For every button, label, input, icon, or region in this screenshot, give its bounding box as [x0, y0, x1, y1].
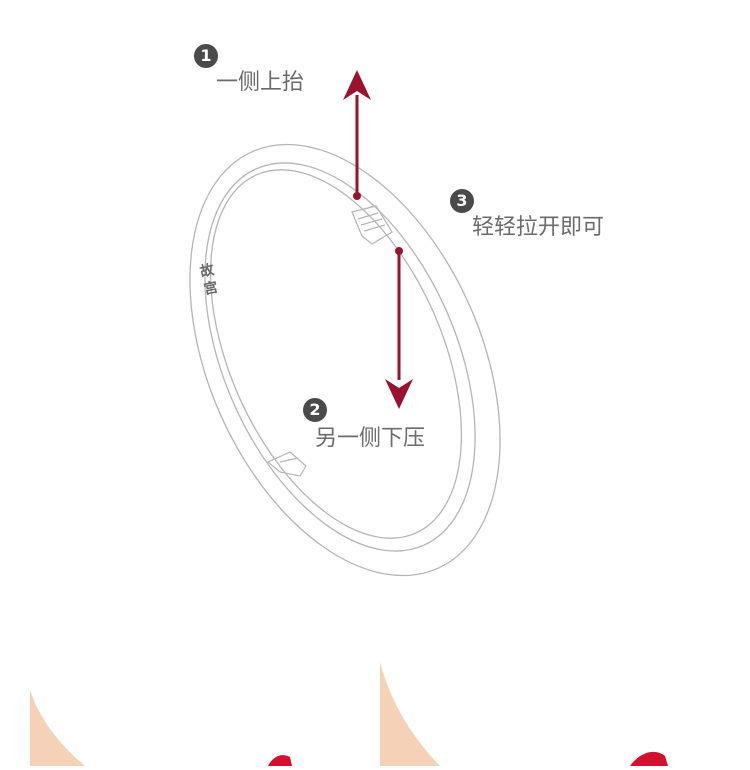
- step-number-badge: 2: [303, 398, 327, 422]
- step-3: 3 轻轻拉开即可: [450, 189, 604, 241]
- step-label: 轻轻拉开即可: [472, 215, 605, 240]
- step-number-badge: 3: [450, 189, 474, 213]
- step-label: 另一侧下压: [315, 426, 426, 451]
- down-arrow: [385, 247, 413, 409]
- hand-photo-right: [380, 662, 668, 766]
- step-number-badge: 1: [194, 44, 218, 68]
- step-label: 一侧上抬: [216, 70, 305, 95]
- hand-photo-left: [30, 690, 292, 766]
- bangle-outline: [189, 143, 501, 577]
- clasp-bottom: [266, 451, 307, 477]
- up-arrow: [343, 70, 371, 200]
- step-2: 2 另一侧下压: [303, 398, 425, 452]
- clasp-top: [351, 205, 393, 245]
- step-1: 1 一侧上抬: [194, 44, 304, 96]
